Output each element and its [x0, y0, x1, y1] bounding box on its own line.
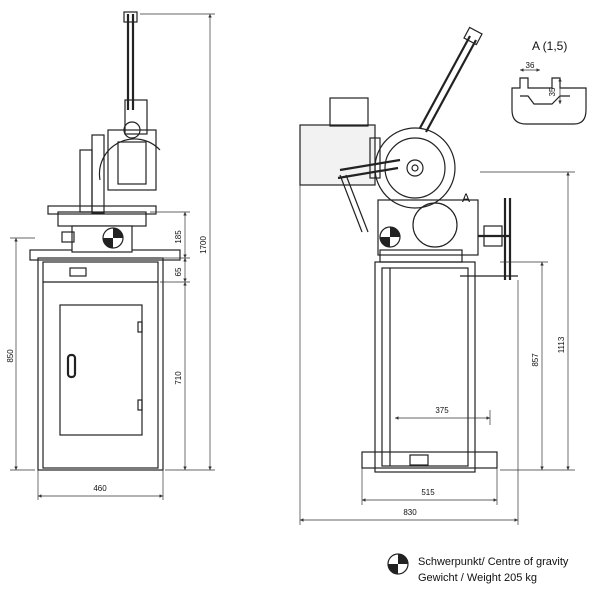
legend-line-1: Schwerpunkt/ Centre of gravity — [418, 556, 569, 568]
dim-857: 857 — [531, 353, 540, 367]
legend-line-2: Gewicht / Weight 205 kg — [418, 572, 537, 584]
dim-35: 35 — [548, 87, 557, 96]
cabinet-door — [59, 304, 143, 436]
door-handle — [66, 353, 77, 379]
front-view-dimensions: 1700 185 65 710 850 460 — [6, 13, 215, 500]
motor — [299, 124, 376, 186]
dim-36: 36 — [526, 61, 535, 70]
legend: Schwerpunkt/ Centre of gravity Gewicht /… — [387, 553, 569, 584]
dim-710: 710 — [174, 371, 183, 385]
marker-a: A — [462, 191, 470, 205]
side-view: A — [299, 26, 518, 473]
dim-65: 65 — [174, 267, 183, 276]
stand-frame — [42, 261, 159, 469]
dim-515: 515 — [421, 488, 435, 497]
dim-185: 185 — [174, 230, 183, 244]
dim-460: 460 — [93, 484, 107, 493]
dim-830: 830 — [403, 508, 417, 517]
dim-1700: 1700 — [199, 236, 208, 254]
centre-of-gravity-icon — [387, 553, 409, 575]
front-view — [29, 11, 181, 471]
detail-a: A (1,5) 36 35 — [511, 39, 587, 125]
dim-1113: 1113 — [557, 336, 566, 353]
dim-375: 375 — [435, 406, 449, 415]
side-view-dimensions: 1113 857 375 515 830 — [299, 171, 575, 525]
dim-850: 850 — [6, 349, 15, 363]
stand-body — [37, 257, 164, 471]
detail-title: A (1,5) — [532, 39, 567, 53]
